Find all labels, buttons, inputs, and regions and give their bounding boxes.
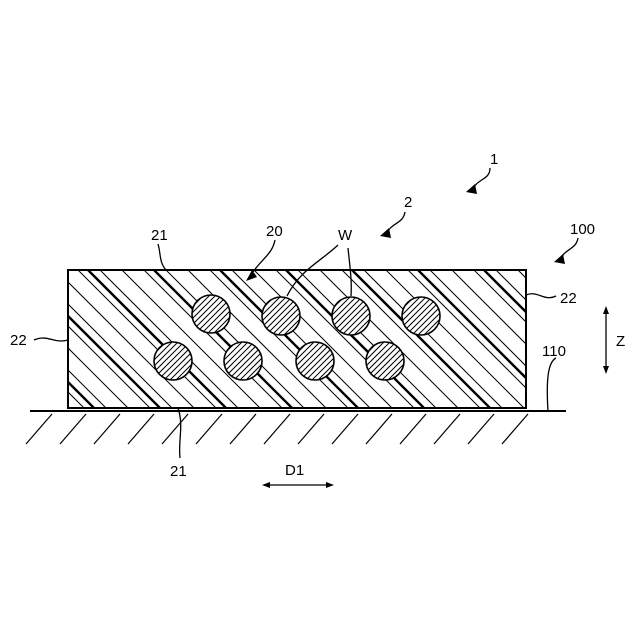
hatch-line-thin xyxy=(210,270,348,408)
ground-hatch-mark xyxy=(162,414,188,444)
direction-d1-label: D1 xyxy=(285,462,304,479)
hatch-line-thick xyxy=(418,270,556,408)
ground-hatch-mark xyxy=(128,414,154,444)
ground-hatch-mark xyxy=(60,414,86,444)
ground-surface xyxy=(26,411,566,444)
ground-hatch-mark xyxy=(298,414,324,444)
hatch-line-thick xyxy=(352,270,490,408)
hatch-line-thin xyxy=(144,270,282,408)
hatch-ref-label-top: 21 xyxy=(151,227,168,244)
axis-z-label: Z xyxy=(616,333,625,350)
wire-cross-section xyxy=(116,336,226,386)
hatch-line-thin xyxy=(298,270,436,408)
hatch-line-thick xyxy=(154,270,292,408)
ground-hatch-mark xyxy=(468,414,494,444)
hatch-line-thin xyxy=(474,270,612,408)
ground-hatch-mark xyxy=(230,414,256,444)
hatch-line-thin xyxy=(166,270,304,408)
hatch-line-thin xyxy=(100,270,238,408)
leader-lines xyxy=(34,168,606,485)
hatch-line-thin xyxy=(342,270,480,408)
hatch-line-thin xyxy=(276,270,414,408)
ground-hatch-mark xyxy=(196,414,222,444)
hatch-line-thin xyxy=(34,270,172,408)
hatch-line-thick xyxy=(88,270,226,408)
hatch-line-thin xyxy=(232,270,370,408)
edge-ref-label-left: 22 xyxy=(10,332,27,349)
layer-ref-label: 20 xyxy=(266,223,283,240)
ground-hatch-mark xyxy=(434,414,460,444)
ground-hatch-mark xyxy=(26,414,52,444)
ground-hatch-mark xyxy=(264,414,290,444)
hatch-line-thick xyxy=(484,270,622,408)
hatch-ref-label-bottom: 21 xyxy=(170,463,187,480)
hatch-line-thick xyxy=(220,270,358,408)
edge-ref-label-right: 22 xyxy=(560,290,577,307)
hatch-line-thin xyxy=(78,270,216,408)
hatch-line-thick xyxy=(22,270,160,408)
surface-ref-label: 110 xyxy=(542,343,566,360)
ground-hatch-mark xyxy=(94,414,120,444)
wire-ref-label: W xyxy=(338,227,353,244)
hatch-line-thick xyxy=(286,270,424,408)
ground-hatch-mark xyxy=(366,414,392,444)
ground-hatch-mark xyxy=(332,414,358,444)
substrate-ref-label: 100 xyxy=(570,221,595,238)
hatch-line-thin xyxy=(364,270,502,408)
arrowheads xyxy=(246,184,609,488)
layer-block xyxy=(0,270,640,408)
structure-ref-label: 2 xyxy=(404,194,412,211)
ground-hatch-mark xyxy=(502,414,528,444)
ground-hatch-mark xyxy=(400,414,426,444)
hatch-line-thin xyxy=(12,270,150,408)
assembly-ref-label: 1 xyxy=(490,151,498,168)
